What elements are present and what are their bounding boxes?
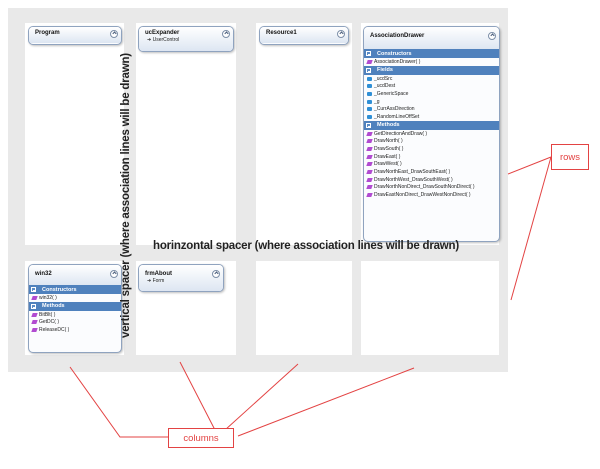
class-header: Program xyxy=(29,27,121,43)
class-name: win32 xyxy=(35,271,52,277)
columns-leader-2 xyxy=(179,361,216,431)
class-box-ucexpander[interactable]: ucExpander ➜ UserControl xyxy=(138,26,234,52)
member-field: _GenericSpace xyxy=(364,90,499,98)
minus-icon[interactable] xyxy=(31,287,36,292)
member-field: _ucdDest xyxy=(364,82,499,90)
class-name: Resource1 xyxy=(266,30,297,36)
member-field: _CurrAssDirection xyxy=(364,105,499,113)
class-name: Program xyxy=(35,30,60,36)
member-method: DrawNorth( ) xyxy=(364,138,499,146)
columns-leader-1 xyxy=(69,366,168,438)
grid-cell-r2-c3 xyxy=(256,261,352,355)
class-header: ucExpander ➜ UserControl xyxy=(139,27,233,51)
field-icon xyxy=(367,114,372,119)
class-name: frmAbout xyxy=(145,271,172,277)
member-method: DrawEast( ) xyxy=(364,153,499,161)
member-method: GetDC( ) xyxy=(29,318,121,326)
member-method: DrawNorthEast_DrawSouthEast( ) xyxy=(364,168,499,176)
class-box-associationdrawer[interactable]: AssociationDrawer Constructors Associati… xyxy=(363,26,500,242)
member-field: _RandomLineOffSet xyxy=(364,113,499,121)
collapse-icon[interactable] xyxy=(222,30,230,38)
section-constructors[interactable]: Constructors xyxy=(364,49,499,58)
base-class: ➜ UserControl xyxy=(147,37,180,43)
class-box-program[interactable]: Program xyxy=(28,26,122,45)
member-constructor: AssociationDrawer( ) xyxy=(364,58,499,66)
collapse-icon[interactable] xyxy=(337,30,345,38)
minus-icon[interactable] xyxy=(366,51,371,56)
grid-cell-r1-c3 xyxy=(256,23,352,245)
section-methods[interactable]: Methods xyxy=(364,120,499,130)
columns-leader-4 xyxy=(237,367,415,437)
class-header: frmAbout ➜ Form xyxy=(139,265,223,291)
base-class: ➜ Form xyxy=(147,278,165,284)
member-method: GetDirectionAndDraw( ) xyxy=(364,130,499,138)
member-method: BitBlt( ) xyxy=(29,311,121,319)
columns-callout: columns xyxy=(168,428,234,448)
member-constructor: win32( ) xyxy=(29,294,121,302)
class-header: win32 xyxy=(29,265,121,285)
collapse-icon[interactable] xyxy=(212,270,220,278)
minus-icon[interactable] xyxy=(366,67,371,73)
collapse-icon[interactable] xyxy=(110,30,118,38)
grid-cell-r1-c1 xyxy=(25,23,124,245)
rows-leader-lower xyxy=(510,156,552,301)
member-method: DrawEastNonDirect_DrawWestNonDirect( ) xyxy=(364,191,499,199)
member-method: DrawWest( ) xyxy=(364,161,499,169)
class-box-frmabout[interactable]: frmAbout ➜ Form xyxy=(138,264,224,292)
member-method: ReleaseDC( ) xyxy=(29,326,121,334)
minus-icon[interactable] xyxy=(366,122,371,128)
rows-leader-upper xyxy=(507,156,552,175)
diagram-canvas: Program ucExpander ➜ UserControl Resourc… xyxy=(8,8,508,372)
collapse-icon[interactable] xyxy=(110,270,118,278)
collapse-icon[interactable] xyxy=(488,32,496,40)
class-name: ucExpander xyxy=(145,30,180,36)
minus-icon[interactable] xyxy=(31,303,36,309)
field-icon xyxy=(367,99,372,104)
member-field: _ucdSrc xyxy=(364,75,499,83)
section-fields[interactable]: Fields xyxy=(364,65,499,75)
columns-leader-3 xyxy=(224,363,299,431)
member-method: DrawNorthWest_DrawSouthWest( ) xyxy=(364,176,499,184)
class-header: Resource1 xyxy=(260,27,348,43)
rows-callout: rows xyxy=(551,144,589,170)
class-header: AssociationDrawer xyxy=(364,27,499,49)
field-icon xyxy=(367,76,372,81)
class-name: AssociationDrawer xyxy=(370,33,425,39)
field-icon xyxy=(367,107,372,112)
member-method: DrawSouth( ) xyxy=(364,145,499,153)
member-method: DrawNorthNonDirect_DrawSouthNonDirect( ) xyxy=(364,184,499,192)
horizontal-spacer-label: horinzontal spacer (where association li… xyxy=(153,240,460,252)
field-icon xyxy=(367,84,372,89)
field-icon xyxy=(367,91,372,96)
class-box-win32[interactable]: win32 Constructors win32( ) Methods BitB… xyxy=(28,264,122,353)
class-box-resource1[interactable]: Resource1 xyxy=(259,26,349,45)
member-field: _g xyxy=(364,98,499,106)
grid-cell-r2-c4 xyxy=(361,261,499,355)
section-methods[interactable]: Methods xyxy=(29,301,121,311)
section-constructors[interactable]: Constructors xyxy=(29,285,121,294)
grid-cell-r1-c2 xyxy=(136,23,236,245)
